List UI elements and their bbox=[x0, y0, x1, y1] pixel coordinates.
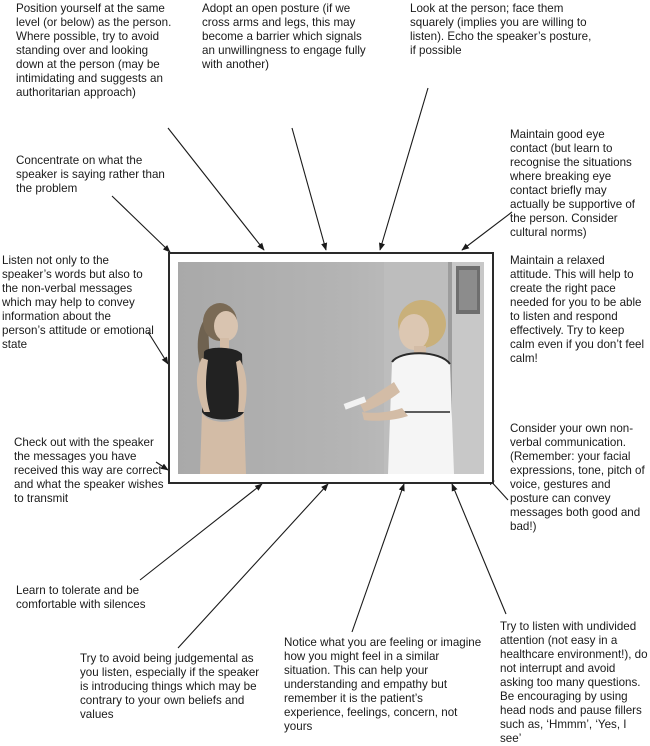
tip-judgemental: Try to avoid being judgemental as you li… bbox=[80, 652, 262, 722]
tip-eye-contact: Maintain good eye contact (but learn to … bbox=[510, 128, 644, 240]
tip-silences: Learn to tolerate and be comfortable wit… bbox=[16, 584, 164, 612]
tip-position: Position yourself at the same level (or … bbox=[16, 2, 178, 100]
tip-undivided-attention: Try to listen with undivided attention (… bbox=[500, 620, 648, 746]
arrow-position bbox=[168, 128, 264, 250]
tip-concentrate: Concentrate on what the speaker is sayin… bbox=[16, 154, 166, 196]
photo-two-women-talking bbox=[178, 262, 484, 474]
tip-check-out: Check out with the speaker the messages … bbox=[14, 436, 166, 506]
arrow-face-squarely bbox=[380, 88, 428, 250]
arrow-undivided-attention bbox=[452, 484, 506, 614]
arrow-open-posture bbox=[292, 128, 326, 250]
photo-frame bbox=[168, 252, 494, 484]
arrow-concentrate bbox=[112, 196, 170, 252]
arrow-eye-contact bbox=[462, 212, 512, 250]
tip-non-verbal-messages: Listen not only to the speaker’s words b… bbox=[2, 254, 154, 352]
arrow-judgemental bbox=[178, 484, 328, 648]
tip-open-posture: Adopt an open posture (if we cross arms … bbox=[202, 2, 374, 72]
tip-notice-feeling: Notice what you are feeling or imagine h… bbox=[284, 636, 482, 734]
tip-relaxed: Maintain a relaxed attitude. This will h… bbox=[510, 254, 646, 366]
tip-face-squarely: Look at the person; face them squarely (… bbox=[410, 2, 600, 58]
tip-own-non-verbal: Consider your own non-verbal communicati… bbox=[510, 422, 646, 534]
arrow-notice-feeling bbox=[352, 484, 404, 632]
